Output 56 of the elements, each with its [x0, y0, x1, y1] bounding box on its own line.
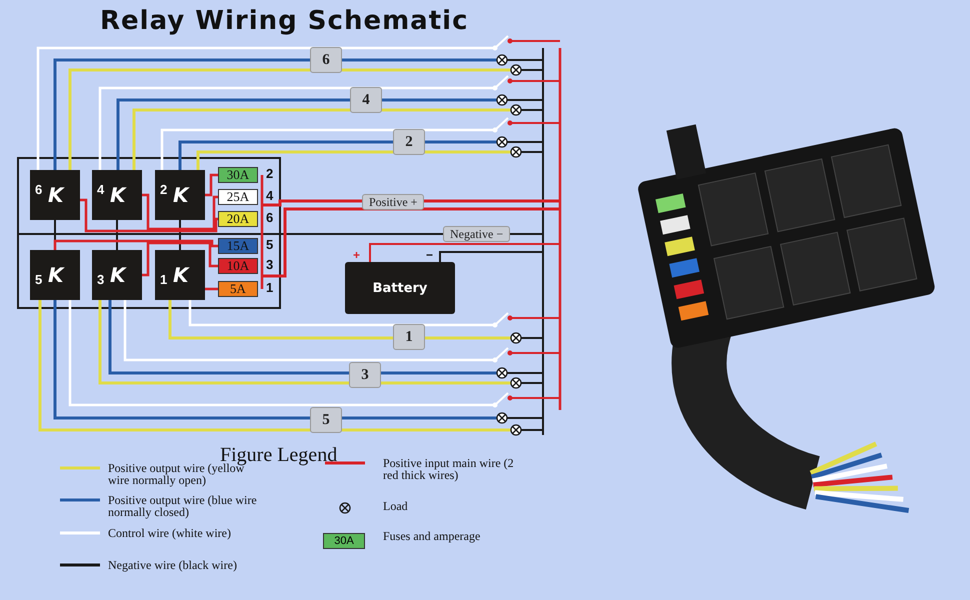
terminal-sign: −	[426, 248, 434, 262]
relay-symbol: K	[110, 263, 126, 287]
wire-number-tag: 6	[310, 47, 342, 73]
wire	[205, 174, 218, 196]
wire	[142, 194, 218, 230]
wire-number-tag: 4	[350, 87, 382, 113]
legend-text: Control wire (white wire)	[108, 527, 232, 539]
wire	[142, 242, 218, 276]
fuse: 5A	[218, 281, 258, 297]
fuse-number: 2	[266, 166, 274, 181]
wire	[205, 288, 218, 290]
relay	[155, 170, 205, 220]
fuse: 25A	[218, 189, 258, 205]
relay-number: 6	[35, 182, 42, 197]
legend-text: Load	[383, 500, 409, 512]
wire	[80, 198, 218, 232]
battery-label: Battery	[372, 280, 428, 296]
wire-number-tag: 3	[349, 362, 381, 388]
fuse-number: 1	[266, 280, 274, 295]
relay-symbol: K	[48, 183, 64, 207]
legend-text: Positive input main wire (2 red thick wires)	[383, 457, 515, 481]
fuse: 30A	[218, 167, 258, 183]
wire-number-tag: 1	[393, 324, 425, 350]
relay	[155, 250, 205, 300]
relay-symbol: K	[48, 263, 64, 287]
fuse-number: 6	[266, 210, 274, 225]
fuse: 10A	[218, 258, 258, 274]
relay	[30, 170, 80, 220]
relay	[92, 250, 142, 300]
fuse-number: 3	[266, 257, 274, 272]
battery	[345, 262, 455, 314]
legend-text: Fuses and amperage	[383, 530, 482, 542]
relay-number: 2	[160, 182, 168, 197]
fuse-swatch: 30A	[323, 533, 365, 549]
relay-symbol: K	[173, 183, 188, 207]
fuse-number: 5	[266, 237, 274, 252]
relay-number: 1	[160, 272, 168, 287]
relay-number: 5	[35, 272, 42, 287]
wire	[54, 240, 218, 250]
relay-number: 4	[97, 182, 104, 197]
terminal-sign: +	[353, 248, 360, 262]
relay-symbol: K	[110, 183, 126, 207]
fuse: 15A	[218, 238, 258, 254]
legend-text: Positive output wire (blue wire normally closed)	[108, 494, 258, 518]
wire-label: Negative −	[443, 226, 510, 242]
fuse: 20A	[218, 211, 258, 227]
wire-number-tag: 2	[393, 129, 425, 155]
relay	[30, 250, 80, 300]
fuse-number: 4	[266, 188, 274, 203]
legend-text: Negative wire (black wire)	[108, 559, 238, 571]
relay-symbol: K	[173, 263, 188, 287]
wire-number-tag: 5	[310, 407, 342, 433]
relay	[92, 170, 142, 220]
diagram-title: Relay Wiring Schematic	[100, 6, 468, 36]
relay-number: 3	[97, 272, 104, 287]
wire-label: Positive +	[362, 194, 424, 210]
